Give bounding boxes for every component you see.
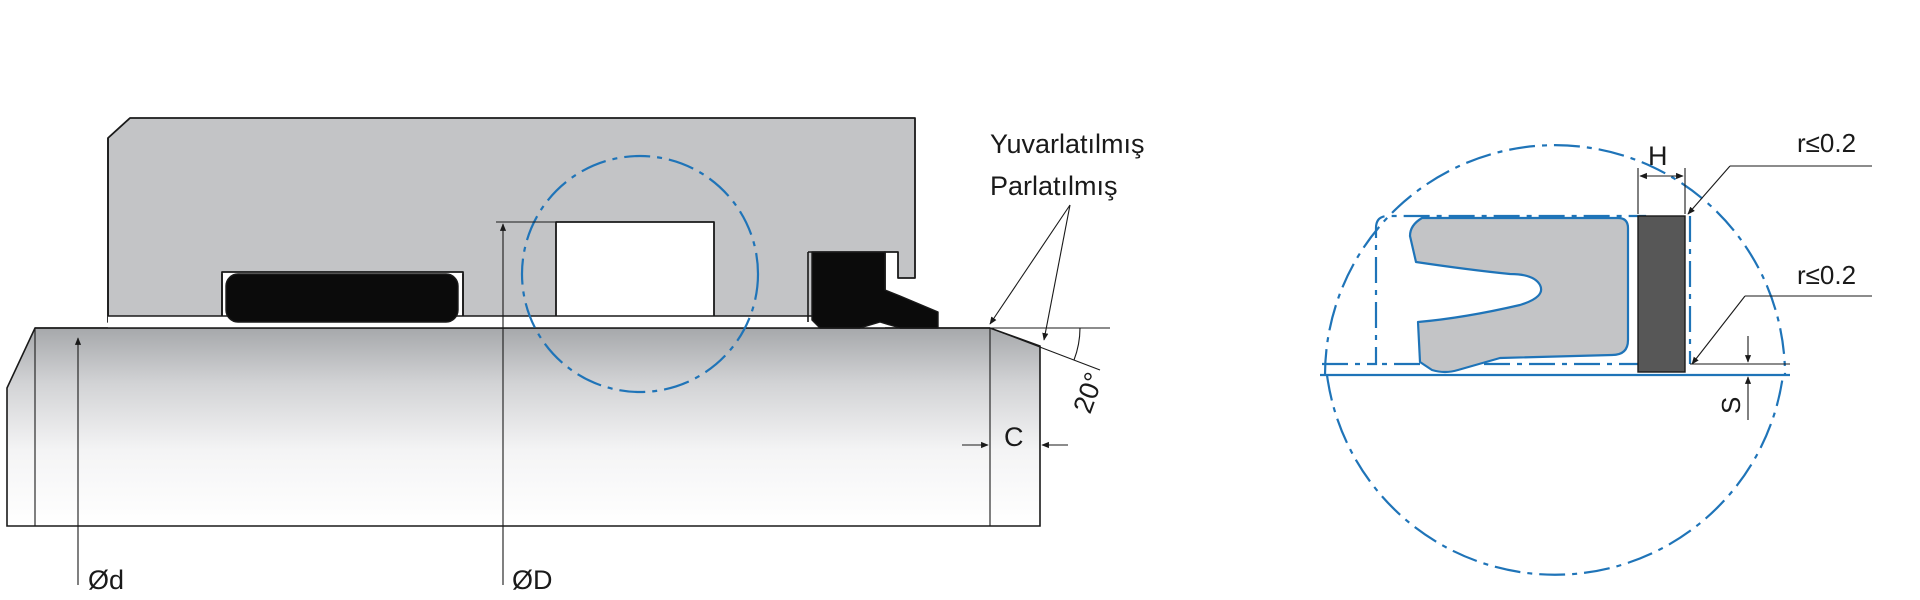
detail-u-cup-seal — [1408, 216, 1630, 374]
detail-circle-lower — [1325, 374, 1785, 576]
radius-leader-top — [1687, 165, 1731, 215]
rod-body — [6, 327, 1041, 527]
width-label: H — [1648, 141, 1668, 171]
detail-view: H r≤0.2 r≤0.2 S — [1320, 128, 1872, 576]
surface-leader-2 — [1042, 204, 1071, 341]
housing-groove-lines — [221, 274, 464, 322]
detail-marker-circle — [520, 154, 760, 394]
clearance-gap — [108, 316, 885, 328]
guide-ring — [225, 273, 459, 323]
detail-groove-outline — [1322, 214, 1670, 366]
wiper-groove-outline — [807, 251, 885, 322]
angle-chamfer-line — [989, 327, 1101, 371]
detail-circle-upper — [1323, 143, 1787, 376]
radius-label-top: r≤0.2 — [1797, 128, 1856, 158]
detail-backup-ring — [1637, 215, 1686, 373]
surface-label-line2: Parlatılmış — [990, 171, 1118, 201]
rod-diameter-label: Ød — [88, 565, 124, 595]
bore-diameter-label: ØD — [512, 565, 553, 595]
surface-leader-1 — [989, 204, 1071, 325]
surface-label-line1: Yuvarlatılmış — [990, 129, 1145, 159]
angle-arc — [1073, 327, 1081, 361]
wiper-seal — [811, 251, 939, 329]
radius-label-bottom: r≤0.2 — [1797, 260, 1856, 290]
section-view: Ød ØD C 20° Yuvarlatılmış Parlatılmış — [6, 117, 1145, 595]
chamfer-label: C — [1004, 422, 1024, 452]
gap-label: S — [1716, 397, 1746, 414]
radius-leader-bottom — [1691, 295, 1746, 365]
angle-label: 20° — [1067, 368, 1109, 417]
